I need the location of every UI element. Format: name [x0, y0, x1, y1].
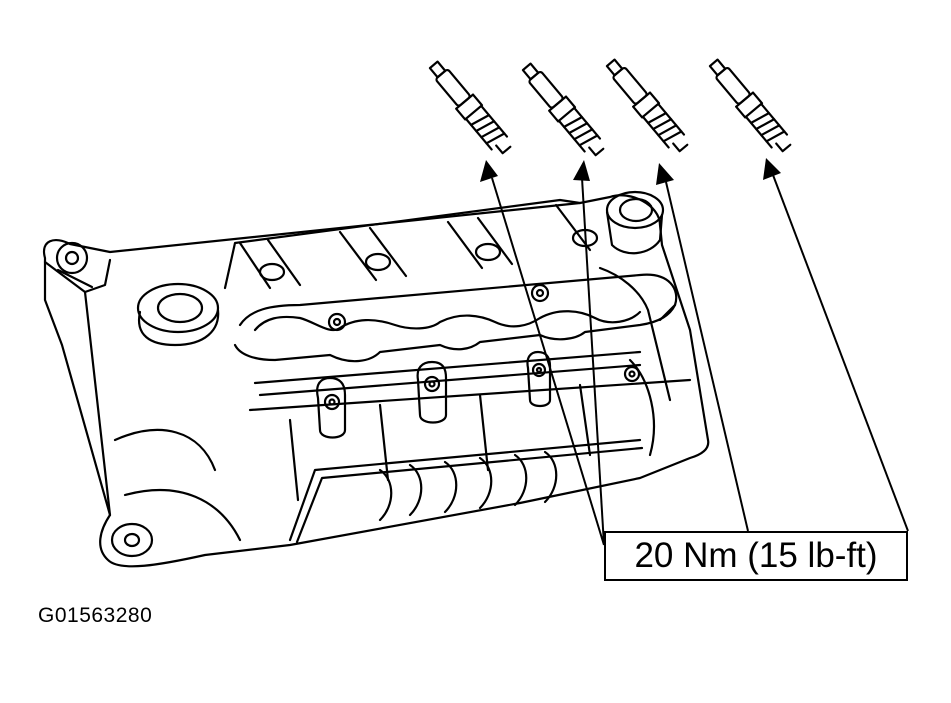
arrowheads [480, 158, 781, 185]
spark-plug-1 [428, 60, 512, 155]
arrowhead-3 [656, 163, 674, 185]
torque-spec-label: 20 Nm (15 lb-ft) [604, 531, 908, 581]
leader-lines [491, 174, 909, 546]
figure-id: G01563280 [38, 604, 153, 627]
cylinder-head-cover [42, 190, 710, 568]
arrowhead-4 [763, 158, 781, 180]
spark-plug-4 [708, 58, 792, 153]
leader-line-1 [491, 177, 605, 546]
leader-line-2 [581, 177, 605, 546]
arrowhead-2 [573, 160, 590, 181]
spark-plug-2 [521, 62, 605, 157]
arrowhead-1 [480, 160, 498, 182]
leader-line-3 [665, 181, 749, 532]
spark-plug-3 [605, 58, 689, 153]
leader-line-4 [772, 174, 909, 532]
